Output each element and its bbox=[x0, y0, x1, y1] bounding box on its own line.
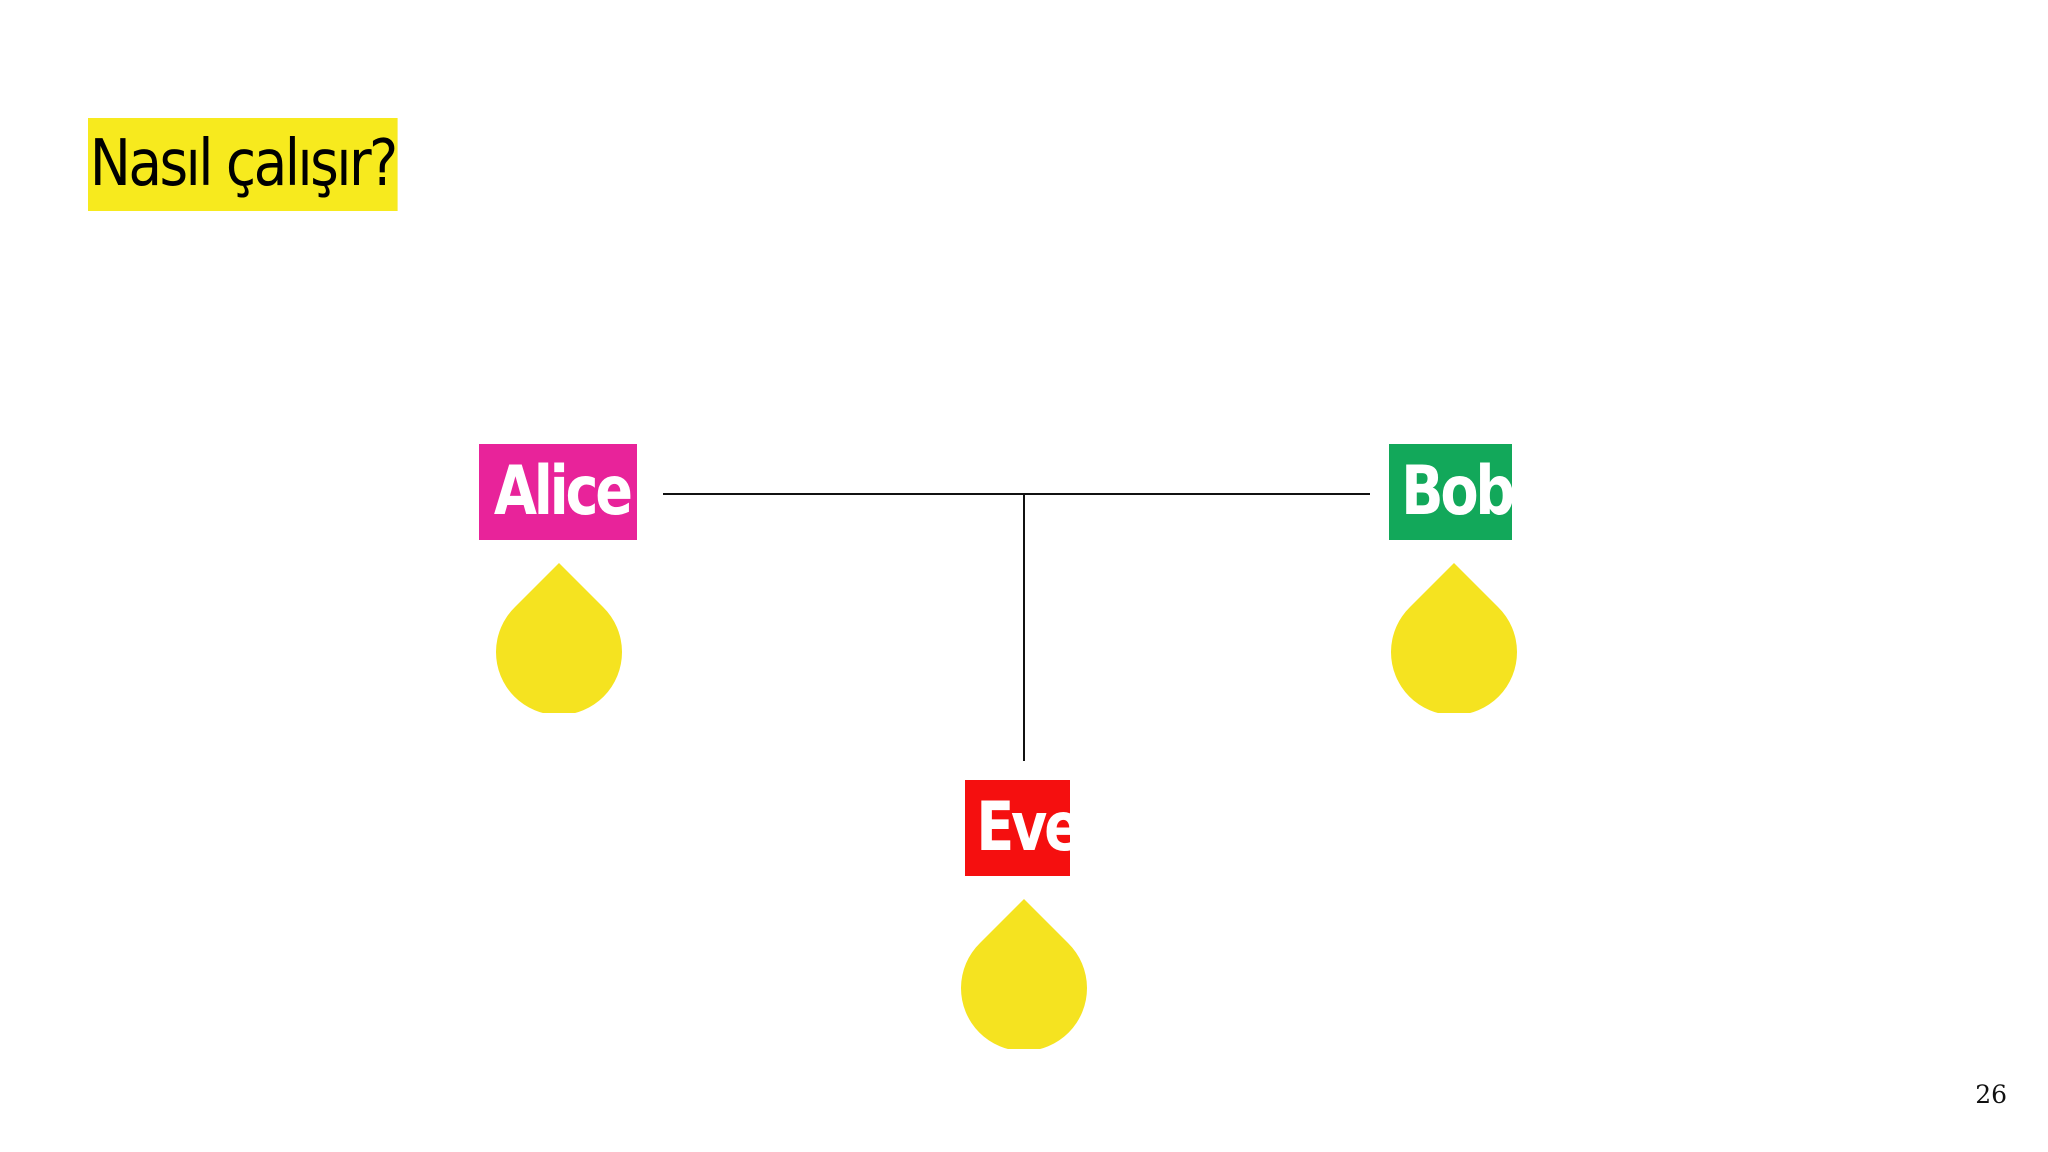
drop-icon bbox=[496, 563, 622, 713]
bob-name: Bob bbox=[1401, 452, 1512, 531]
alice-label: Alice bbox=[479, 444, 637, 540]
drop-icon bbox=[961, 899, 1087, 1049]
alice-name: Alice bbox=[493, 452, 633, 531]
channel-line bbox=[663, 493, 1370, 495]
page-number: 26 bbox=[1975, 1080, 2007, 1109]
eve-name: Eve bbox=[976, 788, 1070, 867]
slide-title: Nasıl çalışır? bbox=[88, 118, 398, 211]
drop-icon bbox=[1391, 563, 1517, 713]
bob-label: Bob bbox=[1389, 444, 1512, 540]
eavesdrop-line bbox=[1023, 494, 1025, 761]
eve-label: Eve bbox=[965, 780, 1070, 876]
